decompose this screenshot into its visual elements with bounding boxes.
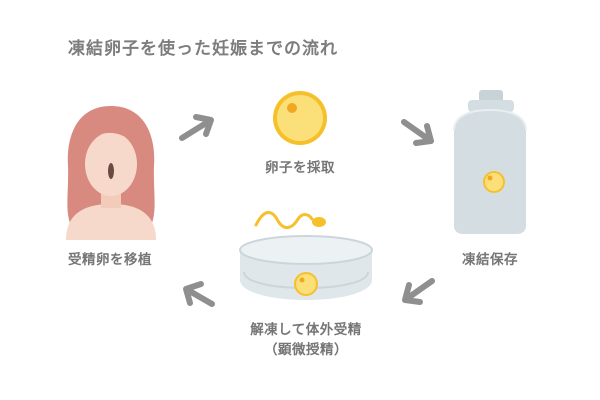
storage-tank-icon (453, 90, 527, 234)
step-label-retrieve: 卵子を採取 (265, 160, 335, 176)
diagram-title: 凍結卵子を使った妊娠までの流れ (68, 39, 338, 59)
sperm-icon (254, 211, 326, 229)
step-label-thaw: 解凍して体外受精 (250, 322, 362, 338)
egg-icon (273, 91, 327, 145)
petri-dish-icon (239, 235, 373, 300)
woman-icon (66, 106, 156, 240)
arrow-icon (401, 119, 434, 146)
step-label-transfer: 受精卵を移植 (68, 252, 152, 268)
step-label-freeze: 凍結保存 (462, 252, 518, 268)
step-label-thaw-note: （顕微授精） (264, 342, 348, 358)
arrow-icon (179, 114, 214, 141)
arrow-icon (183, 281, 215, 307)
arrow-icon (402, 278, 435, 305)
